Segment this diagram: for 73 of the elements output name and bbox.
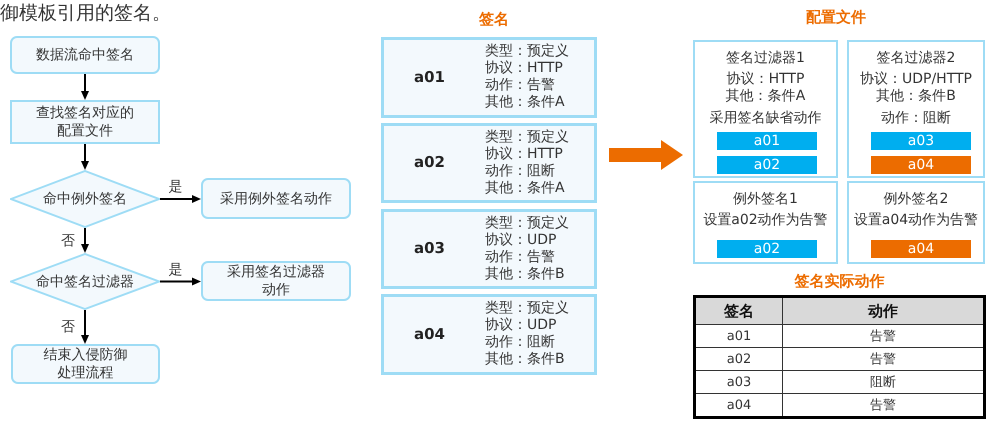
edge-label: 否 [61, 232, 75, 248]
table-cell: a02 [694, 348, 782, 370]
edge-label: 是 [168, 179, 182, 195]
attribute-line: 动作：阻断 [485, 163, 555, 180]
card-title: 签名过滤器1 [725, 50, 806, 67]
signature-card [381, 209, 597, 289]
config-card [693, 40, 838, 178]
attribute-line: 协议：UDP [485, 232, 556, 249]
attribute-line: 其他：条件B [485, 266, 565, 283]
process-box: 结束入侵防御处理流程 [11, 344, 160, 384]
attribute-line: 类型：预定义 [485, 129, 569, 146]
arrow [81, 228, 89, 253]
attribute-line: 其他：条件B [485, 351, 565, 368]
decision-diamond: 命中签名过滤器 [10, 253, 160, 310]
arrow [81, 74, 89, 100]
decision-diamond: 命中例外签名 [10, 170, 160, 228]
signature-id: a04 [414, 324, 445, 342]
signature-bar: a03 [871, 132, 971, 150]
attribute-line: 协议：UDP [485, 317, 556, 334]
card-text: 采用签名缺省动作 [708, 110, 822, 127]
section-title: 签名 [478, 10, 510, 29]
signature-id: a03 [414, 239, 445, 257]
attribute-line: 其他：条件A [485, 180, 565, 197]
section-title: 签名实际动作 [794, 272, 886, 291]
edge-label: 是 [168, 262, 182, 278]
arrow [81, 310, 89, 344]
attribute-line: 其他：条件A [485, 94, 565, 111]
config-card [847, 40, 985, 178]
signature-bar: a02 [717, 156, 817, 174]
card-text: 协议：UDP/HTTP [858, 71, 973, 88]
card-text: 动作：阻断 [880, 110, 952, 127]
heading-text: 御模板引用的签名。 [0, 1, 171, 26]
attribute-line: 协议：HTTP [485, 146, 563, 163]
arrow [160, 195, 201, 203]
signature-card [381, 123, 597, 203]
process-box: 数据流命中签名 [10, 36, 160, 74]
signature-bar: a01 [717, 132, 817, 150]
attribute-line: 动作：告警 [485, 77, 555, 94]
signature-id: a02 [414, 153, 445, 171]
card-title: 签名过滤器2 [876, 50, 956, 67]
attribute-line: 动作：告警 [485, 249, 555, 266]
signature-bar: a04 [871, 156, 971, 174]
table-cell: a03 [694, 370, 782, 394]
signature-card [381, 37, 597, 118]
attribute-line: 类型：预定义 [485, 43, 569, 60]
signature-bar: a04 [871, 240, 971, 258]
process-box: 采用例外签名动作 [201, 178, 351, 219]
table-cell: a01 [694, 324, 782, 348]
card-text: 其他：条件B [875, 88, 957, 105]
card-text: 其他：条件A [724, 88, 806, 105]
config-card [693, 181, 838, 264]
card-text: 设置a04动作为告警 [852, 212, 980, 229]
card-text: 协议：HTTP [726, 71, 806, 88]
attribute-line: 类型：预定义 [485, 300, 569, 317]
signature-card [381, 294, 597, 375]
process-box: 采用签名过滤器动作 [201, 261, 351, 301]
arrow [160, 278, 201, 286]
arrow [81, 144, 89, 170]
edge-label: 否 [61, 319, 75, 335]
attribute-line: 协议：HTTP [485, 60, 563, 77]
signature-id: a01 [414, 68, 445, 86]
attribute-line: 类型：预定义 [485, 215, 569, 232]
process-box: 查找签名对应的配置文件 [10, 100, 160, 144]
block-arrow [609, 140, 683, 170]
card-title: 例外签名1 [732, 191, 799, 208]
card-text: 设置a02动作为告警 [702, 212, 829, 229]
table-header-cell: 签名 [694, 296, 782, 324]
attribute-line: 动作：阻断 [485, 334, 555, 351]
table-header-cell: 动作 [782, 296, 984, 324]
signature-bar: a02 [717, 240, 817, 258]
config-card [847, 181, 985, 264]
card-title: 例外签名2 [882, 191, 950, 208]
section-title: 配置文件 [805, 8, 867, 27]
